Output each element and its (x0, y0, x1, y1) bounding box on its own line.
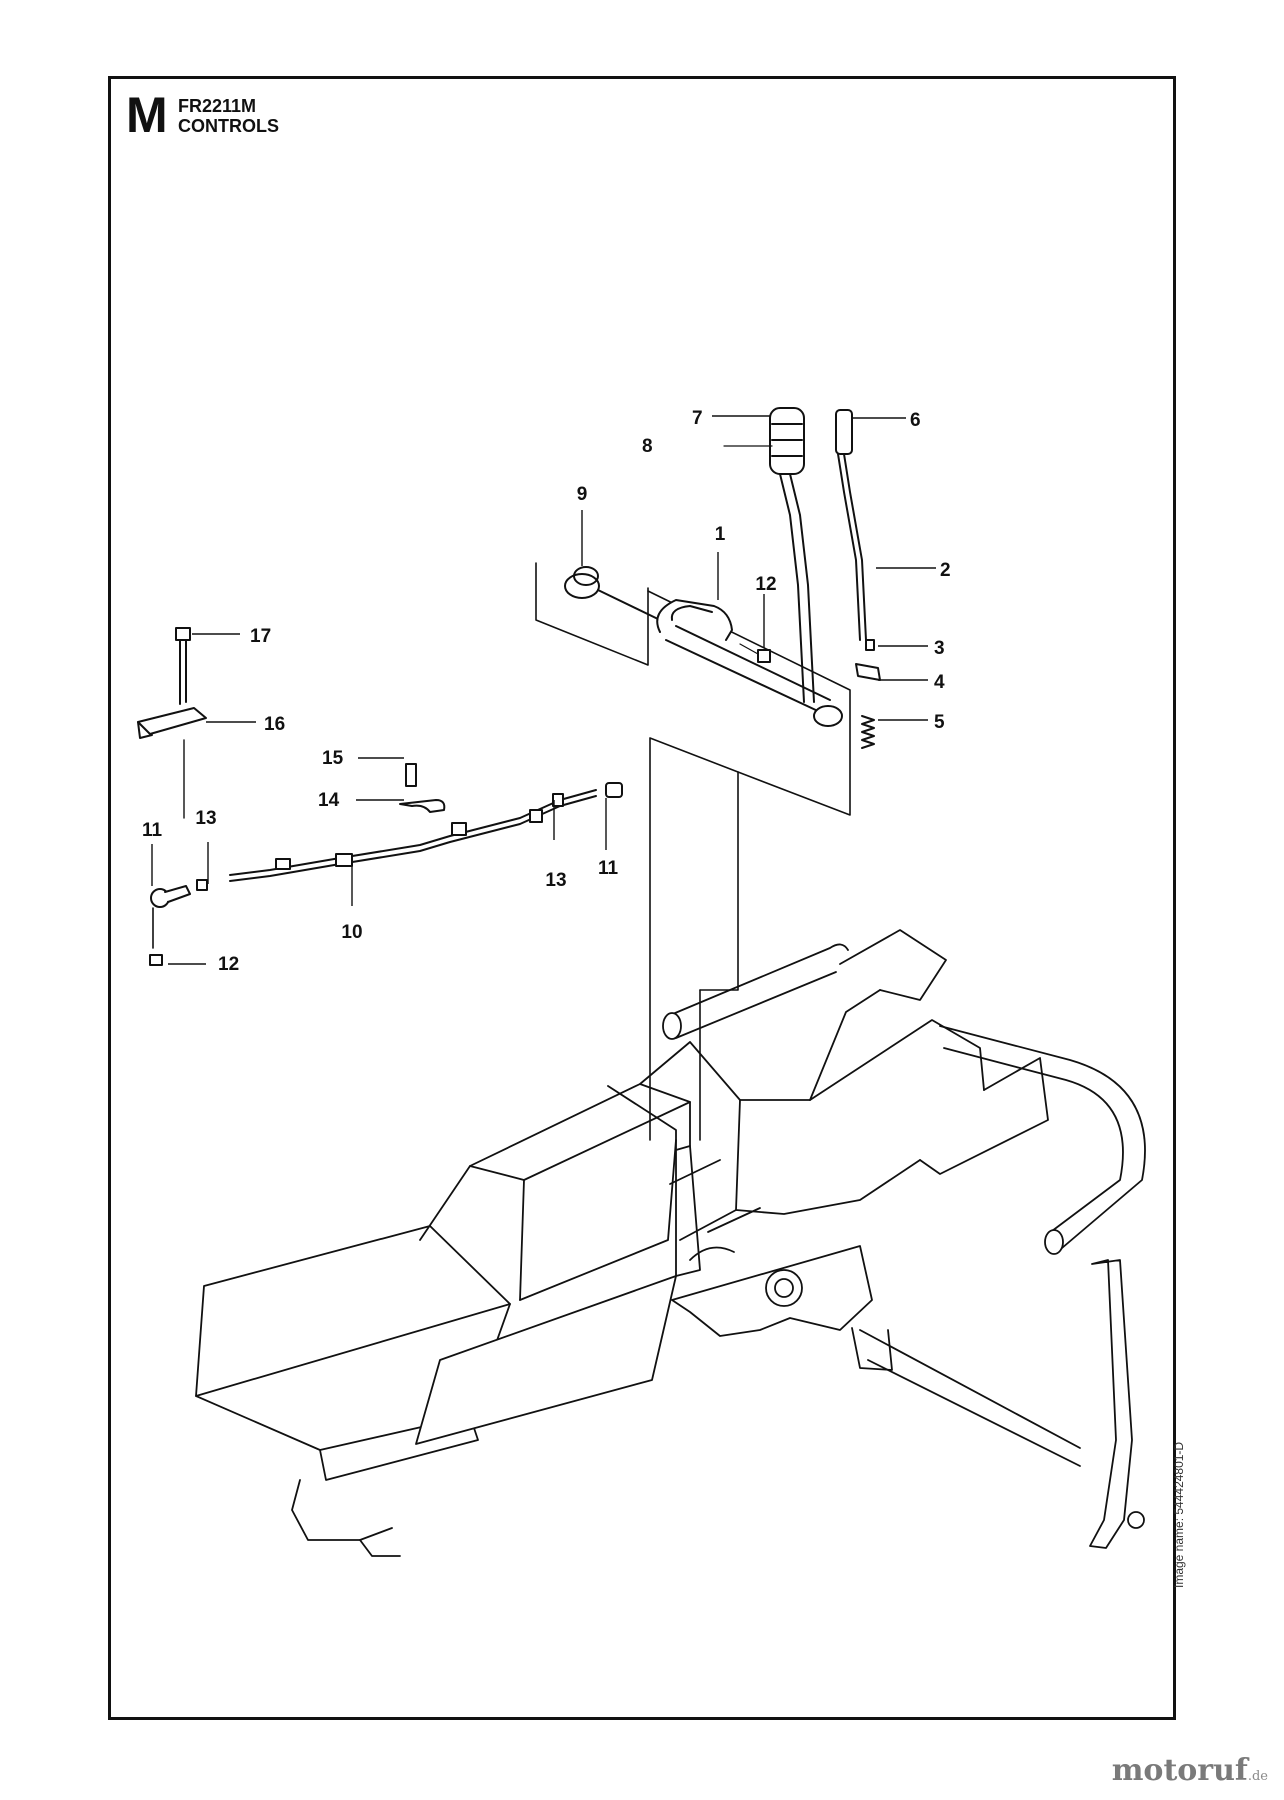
spring-part-5 (861, 715, 875, 749)
ball-joint-part-11-left (149, 879, 208, 966)
callout-1: 1 (715, 524, 726, 545)
brand-name: motoruf (1111, 1753, 1248, 1788)
callout-14: 14 (318, 790, 340, 811)
callout-2: 2 (940, 560, 951, 581)
lever-with-grip-part-7 (723, 407, 815, 703)
callout-11-left: 11 (142, 820, 163, 841)
cable-assembly-part-10 (229, 782, 623, 882)
callout-13-left: 13 (195, 808, 216, 829)
section-title: CONTROLS (178, 116, 279, 136)
callout-17: 17 (250, 626, 271, 647)
model-label: FR2211M (178, 96, 257, 116)
brand-watermark: motoruf.de (1112, 1753, 1268, 1788)
chassis-frame (195, 929, 1081, 1557)
callout-7: 7 (692, 408, 703, 429)
leader-lines (151, 415, 936, 965)
callout-4: 4 (934, 672, 945, 693)
bracket-part-16 (137, 627, 207, 819)
callout-12-upper: 12 (755, 574, 776, 595)
callout-10: 10 (341, 922, 362, 943)
assembly-plane (535, 562, 851, 1141)
callout-8: 8 (642, 436, 653, 457)
callout-16: 16 (264, 714, 285, 735)
handle-rail (662, 943, 1146, 1549)
callout-labels: 1 2 3 4 5 6 7 8 9 10 11 11 12 12 13 13 1… (142, 408, 951, 975)
bushing-part-9 (564, 566, 661, 621)
section-letter: M (126, 87, 168, 143)
callout-15: 15 (322, 748, 344, 769)
image-name-label: Image name: 544424801-D (1172, 1441, 1186, 1588)
callout-5: 5 (934, 712, 945, 733)
callout-11-right: 11 (598, 858, 619, 879)
title-block: FR2211M CONTROLS (178, 96, 279, 136)
callout-6: 6 (910, 410, 921, 431)
callout-3: 3 (934, 638, 945, 659)
diagram-frame (108, 76, 1176, 1720)
clamp-part-14 (399, 763, 446, 813)
callout-9: 9 (577, 484, 588, 505)
callout-13-right: 13 (545, 870, 566, 891)
callout-12-lower: 12 (218, 954, 239, 975)
brand-suffix: .de (1247, 1769, 1268, 1784)
rod-part-2 (835, 409, 881, 681)
pedal-shaft-part-1 (656, 599, 843, 727)
nut-part-12-upper (739, 643, 771, 663)
